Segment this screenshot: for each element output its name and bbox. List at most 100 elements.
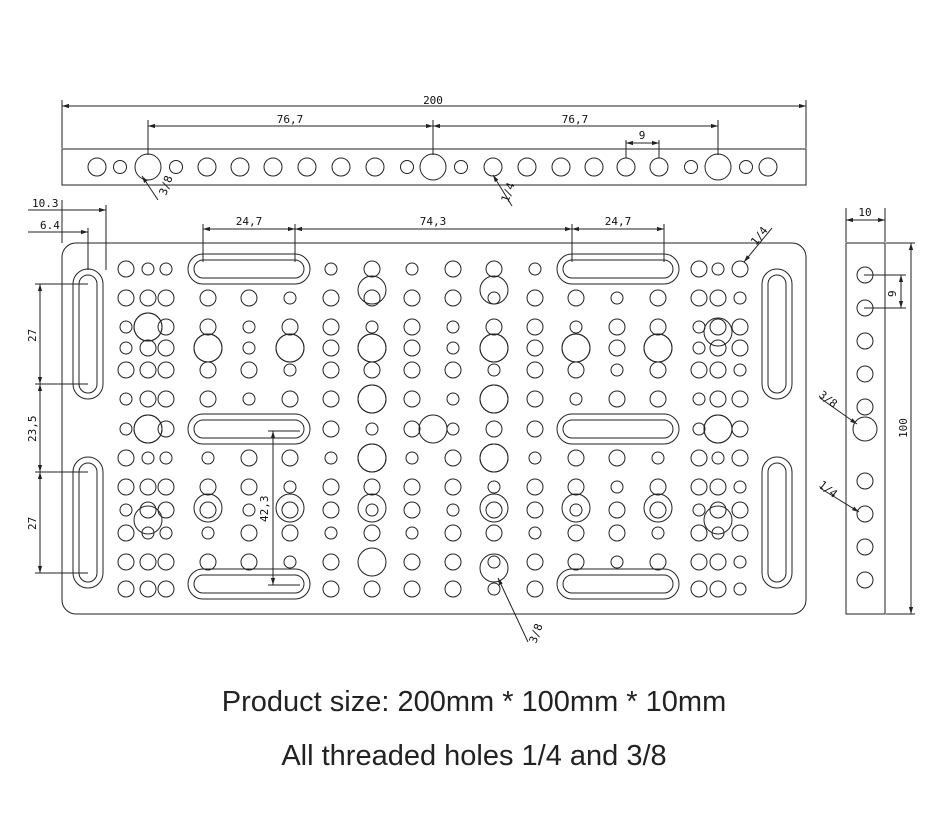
top-view-hole [704, 153, 732, 181]
slot-len-left-text: 24,7 [236, 215, 263, 228]
plate-hole [281, 501, 299, 519]
plate-hole [731, 420, 749, 438]
plate-hole [526, 501, 544, 519]
plate-hole [567, 553, 585, 571]
top-view-hole [113, 160, 127, 174]
plate-hole [690, 580, 708, 598]
plate-hole [322, 420, 340, 438]
plate-hole [608, 449, 626, 467]
plate-hole [649, 361, 667, 379]
top-view-hole [649, 157, 669, 177]
plate-hole [157, 318, 175, 336]
plate-hole [485, 260, 503, 278]
top-overall-dim-text: 200 [423, 94, 443, 107]
plate-hole [403, 361, 421, 379]
side-view: 10 100 9 3/8 1/4 [816, 206, 915, 615]
top-view-hole [454, 160, 468, 174]
top-view-hole [400, 160, 414, 174]
plate-hole [569, 392, 583, 406]
plate-hole [649, 553, 667, 571]
plate-hole [139, 390, 157, 408]
plate-hole [569, 320, 583, 334]
plate-hole [157, 420, 175, 438]
plate-hole [117, 553, 135, 571]
plate-hole [709, 318, 727, 336]
plate-hole [610, 363, 624, 377]
plate-hole [690, 289, 708, 307]
plate-hole [199, 361, 217, 379]
plate-hole-large [357, 443, 387, 473]
plate-hole [711, 451, 725, 465]
plate-hole [403, 553, 421, 571]
plate-hole [690, 260, 708, 278]
plate-hole [119, 392, 133, 406]
slot-middle-left [187, 413, 311, 445]
plate-hole [446, 341, 460, 355]
plate-hole [526, 318, 544, 336]
plate-hole [322, 289, 340, 307]
top-view-hole [684, 160, 698, 174]
plate-hole [733, 555, 747, 569]
plate-hole [487, 363, 501, 377]
plate-hole [731, 449, 749, 467]
plate-hole [365, 422, 379, 436]
top-view-hole [616, 157, 636, 177]
plate-hole [651, 451, 665, 465]
plate-hole [322, 390, 340, 408]
slot-outline [187, 253, 311, 285]
top-large-hole-label: 3/8 [157, 174, 176, 197]
plate-hole [692, 341, 706, 355]
plate-hole-large [703, 414, 733, 444]
plate-hole [485, 501, 503, 519]
left-slot-top-text: 27 [26, 329, 39, 342]
left-slot-bottom-text: 27 [26, 517, 39, 530]
plate-hole [649, 289, 667, 307]
plate-hole-large [357, 333, 387, 363]
slot-outline [767, 462, 787, 583]
side-view-hole [852, 416, 878, 442]
plate-hole [199, 553, 217, 571]
plate-hole-large [357, 493, 387, 523]
plate-hole [608, 501, 626, 519]
plate-hole [528, 262, 542, 276]
plate-hole [709, 361, 727, 379]
plate-hole [731, 260, 749, 278]
plate-hole [199, 289, 217, 307]
slot-vertical-text: 42,3 [258, 496, 271, 523]
slot-outline [193, 259, 305, 279]
plate-hole [201, 526, 215, 540]
plate-hole [403, 289, 421, 307]
plate-hole-large [357, 275, 387, 305]
plate-hole [608, 339, 626, 357]
top-pitch-text: 9 [639, 129, 646, 142]
plate-hole [649, 318, 667, 336]
plate-hole [139, 339, 157, 357]
plate-hole [487, 291, 501, 305]
plate-hole [731, 524, 749, 542]
plate-hole [199, 318, 217, 336]
slot-outline [556, 568, 680, 600]
plate-hole [610, 555, 624, 569]
slot-outline [556, 253, 680, 285]
slot-bottom-left [187, 568, 311, 600]
plate-hole [692, 320, 706, 334]
corner-hole-label: 1/4 [748, 224, 771, 248]
plate-hole [649, 501, 667, 519]
edge-inner-text: 6.4 [40, 219, 60, 232]
slot-outline [78, 462, 98, 583]
side-view-hole [856, 472, 874, 490]
plate-hole [733, 480, 747, 494]
plate-hole [528, 451, 542, 465]
plate-hole [117, 524, 135, 542]
plate-hole [567, 361, 585, 379]
plate-hole [281, 524, 299, 542]
plate-hole [649, 390, 667, 408]
plate-hole [363, 289, 381, 307]
plate-hole [526, 361, 544, 379]
slot-outline [72, 456, 104, 589]
plate-hole [322, 318, 340, 336]
plate-hole [444, 361, 462, 379]
plate-hole [444, 260, 462, 278]
plate-hole-large [479, 333, 509, 363]
left-slot-spacing-text: 23,5 [26, 416, 39, 443]
